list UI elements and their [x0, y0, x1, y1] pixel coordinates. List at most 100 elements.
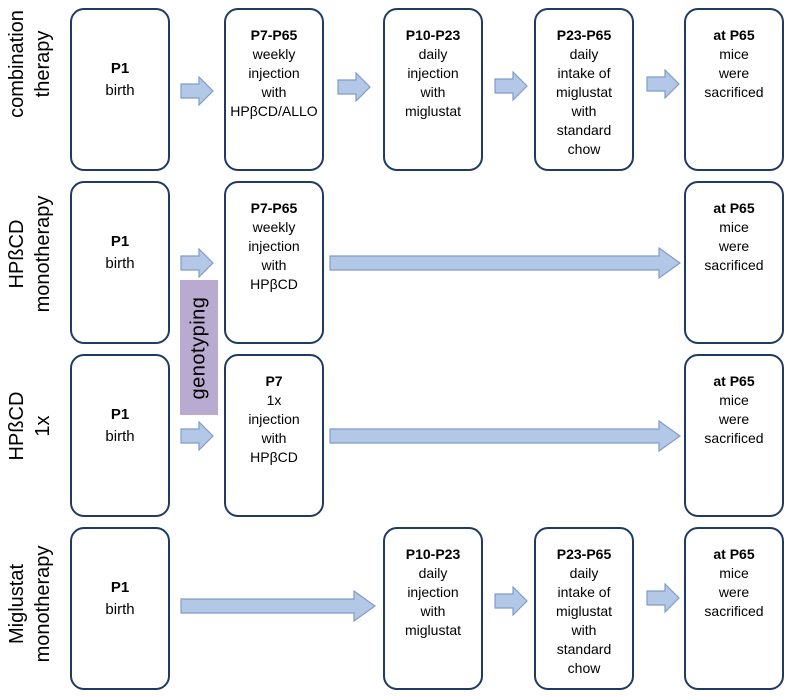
box-line: mice [719, 392, 749, 408]
box-title: P7-P65 [250, 27, 298, 43]
box-line: intake of [557, 65, 611, 81]
box-line: injection [407, 65, 459, 81]
box-title: at P65 [713, 27, 755, 43]
box-title: P23-P65 [556, 546, 612, 562]
box-line: standard [556, 641, 612, 657]
end-box-sacrificed: at P65 mice were sacrificed [684, 354, 784, 517]
row-label-line: HPßCD [6, 219, 28, 289]
box-line: mice [719, 219, 749, 235]
box-line: mice [719, 565, 749, 581]
long-arrow-right-icon [329, 247, 681, 279]
p1-birth-box: P1 birth [70, 354, 170, 517]
arrow-right-icon [180, 421, 214, 451]
box-line: with [571, 103, 597, 119]
step-box-daily-injection: P10-P23 daily injection with miglustat [383, 527, 483, 690]
box-line: daily [418, 565, 448, 581]
row-label-line: monotherapy [32, 545, 54, 663]
box-title: P10-P23 [405, 27, 461, 43]
box-title: P1 [110, 579, 130, 596]
box-line: with [420, 603, 446, 619]
box-line: with [261, 430, 287, 446]
box-line: with [261, 84, 287, 100]
p1-birth-box: P1 birth [70, 8, 170, 171]
box-text: birth [105, 601, 135, 618]
arrow-right-icon [494, 71, 528, 101]
box-line: miglustat [555, 603, 613, 619]
step-box-weekly-injection: P7-P65 weekly injection with HPβCD/ALLO [224, 8, 324, 171]
arrow-right-icon [180, 76, 214, 106]
box-line: sacrificed [704, 257, 764, 273]
row-label-line: Miglustat [6, 563, 28, 645]
box-text: birth [105, 428, 135, 445]
box-line: with [261, 257, 287, 273]
row-label-miglustat-monotherapy: Miglustat monotherapy [4, 524, 56, 684]
box-line: HPβCD [250, 449, 298, 465]
row-label-hpbcd-monotherapy: HPßCD monotherapy [4, 174, 56, 334]
arrow-right-icon [180, 248, 214, 278]
box-title: P1 [110, 406, 130, 423]
arrow-right-icon [337, 72, 371, 102]
arrow-right-icon [646, 583, 680, 613]
box-line: injection [248, 238, 300, 254]
box-line: were [718, 65, 750, 81]
box-title: P1 [110, 60, 130, 77]
box-line: daily [569, 565, 599, 581]
row-label-line: 1x [32, 415, 54, 437]
end-box-sacrificed: at P65 mice were sacrificed [684, 527, 784, 690]
genotyping-label: genotyping [187, 296, 210, 399]
box-line: 1x [266, 392, 282, 408]
box-title: at P65 [713, 200, 755, 216]
step-box-daily-injection: P10-P23 daily injection with miglustat [383, 8, 483, 171]
box-line: HPβCD/ALLO [230, 103, 318, 119]
box-line: miglustat [404, 103, 462, 119]
box-line: injection [248, 411, 300, 427]
box-title: P10-P23 [405, 546, 461, 562]
box-line: sacrificed [704, 84, 764, 100]
box-line: weekly [252, 46, 296, 62]
row-label-combination-therapy: combination therapy [4, 0, 56, 144]
box-line: were [718, 411, 750, 427]
step-box-single-injection: P7 1x injection with HPβCD [224, 354, 324, 517]
box-title: P1 [110, 233, 130, 250]
box-line: weekly [252, 219, 296, 235]
row-label-line: therapy [32, 30, 54, 98]
long-arrow-right-icon [180, 590, 376, 622]
box-title: P7 [265, 373, 283, 389]
end-box-sacrificed: at P65 mice were sacrificed [684, 181, 784, 344]
box-line: daily [569, 46, 599, 62]
arrow-right-icon [494, 586, 528, 616]
arrow-right-icon [646, 69, 680, 99]
genotyping-bar: genotyping [180, 280, 218, 415]
step-box-weekly-injection: P7-P65 weekly injection with HPβCD [224, 181, 324, 344]
box-title: P7-P65 [250, 200, 298, 216]
box-line: sacrificed [704, 430, 764, 446]
row-label-line: monotherapy [32, 195, 54, 313]
box-line: daily [418, 46, 448, 62]
row-label-hpbcd-1x: HPßCD 1x [4, 346, 56, 506]
box-text: birth [105, 82, 135, 99]
box-title: at P65 [713, 546, 755, 562]
box-line: chow [567, 141, 601, 157]
p1-birth-box: P1 birth [70, 181, 170, 344]
box-line: with [571, 622, 597, 638]
p1-birth-box: P1 birth [70, 527, 170, 690]
box-line: sacrificed [704, 603, 764, 619]
box-line: miglustat [404, 622, 462, 638]
box-line: injection [407, 584, 459, 600]
box-line: were [718, 584, 750, 600]
box-text: birth [105, 255, 135, 272]
row-label-line: combination [6, 10, 28, 118]
box-line: mice [719, 46, 749, 62]
box-line: HPβCD [250, 276, 298, 292]
box-line: were [718, 238, 750, 254]
box-line: chow [567, 660, 601, 676]
box-line: intake of [557, 584, 611, 600]
long-arrow-right-icon [329, 420, 681, 452]
box-title: P23-P65 [556, 27, 612, 43]
box-title: at P65 [713, 373, 755, 389]
box-line: injection [248, 65, 300, 81]
step-box-daily-intake: P23-P65 daily intake of miglustat with s… [534, 8, 634, 171]
end-box-sacrificed: at P65 mice were sacrificed [684, 8, 784, 171]
box-line: standard [556, 122, 612, 138]
step-box-daily-intake: P23-P65 daily intake of miglustat with s… [534, 527, 634, 690]
